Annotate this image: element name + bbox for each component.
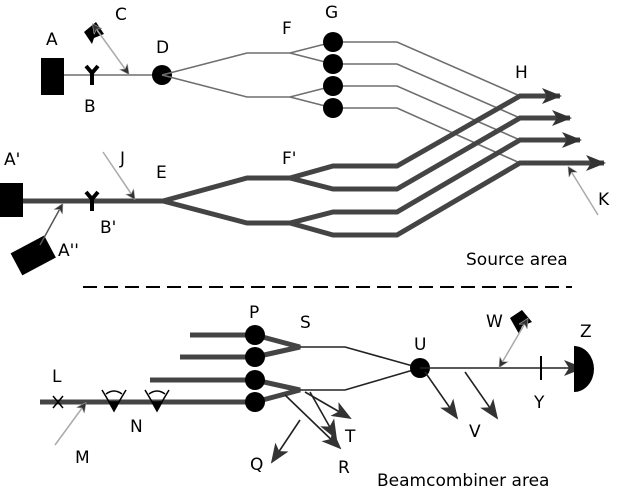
label-D: D xyxy=(156,38,169,58)
label-K: K xyxy=(598,190,610,210)
label-F-prime: F' xyxy=(282,149,296,169)
component-B-prime xyxy=(84,190,100,211)
label-T: T xyxy=(344,427,356,447)
source-A-prime xyxy=(0,183,23,217)
components-N xyxy=(101,389,170,413)
detector-Z xyxy=(574,346,594,392)
nodes-P xyxy=(245,325,265,412)
label-A-double-prime: A'' xyxy=(58,241,79,261)
label-G: G xyxy=(325,3,338,23)
label-A: A xyxy=(46,30,58,50)
labels: A B C D E F G H A' A'' B' F' J K L M N P… xyxy=(4,3,610,478)
label-N: N xyxy=(130,417,143,437)
label-Z: Z xyxy=(580,322,592,342)
label-V: V xyxy=(469,422,481,442)
label-P: P xyxy=(249,303,259,323)
nodes-G xyxy=(323,32,343,118)
label-W: W xyxy=(486,312,503,332)
label-H: H xyxy=(515,63,528,83)
label-C: C xyxy=(115,5,127,25)
beamcombiner-area-label: Beamcombiner area xyxy=(377,471,549,489)
label-B: B xyxy=(84,97,96,117)
source-A-double-prime xyxy=(10,235,56,276)
label-J: J xyxy=(119,149,125,169)
label-E: E xyxy=(156,163,167,183)
label-F: F xyxy=(282,19,292,39)
mirror-C xyxy=(84,22,104,44)
label-B-prime: B' xyxy=(100,218,116,238)
label-S: S xyxy=(300,313,311,333)
label-A-prime: A' xyxy=(4,150,20,170)
label-L: L xyxy=(52,367,62,387)
label-R: R xyxy=(338,458,350,478)
label-Y: Y xyxy=(533,393,545,413)
cross-X xyxy=(52,395,64,409)
source-A xyxy=(41,58,64,95)
source-area-label: Source area xyxy=(466,250,568,270)
label-M: M xyxy=(75,448,90,468)
label-U: U xyxy=(414,335,426,355)
label-Q: Q xyxy=(250,455,263,475)
